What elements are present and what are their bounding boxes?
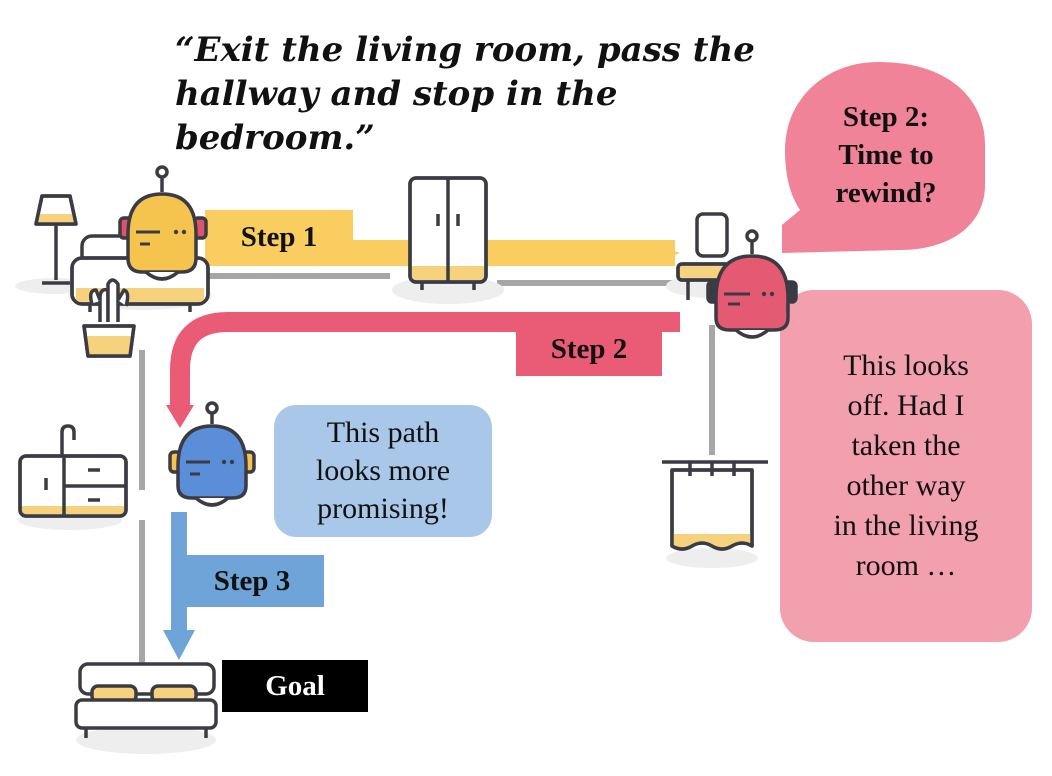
cabinet-icon xyxy=(18,424,128,518)
lamp-icon xyxy=(34,194,78,285)
room-paths xyxy=(139,273,715,680)
curtain-icon xyxy=(662,460,768,551)
bubble-line: This looks xyxy=(843,349,969,382)
bubble-line: taken the xyxy=(851,429,961,462)
robot-icon xyxy=(118,165,208,281)
bubble-line: This path xyxy=(326,416,440,449)
instruction-line: hallway and stop in the bedroom.” xyxy=(175,74,618,158)
bubble-line: room … xyxy=(855,549,957,582)
bubble-line: in the living xyxy=(833,509,979,542)
robot-icon xyxy=(706,229,798,339)
bubble-line: looks more xyxy=(315,454,451,487)
rewind-bubble-text: Step 2: Time to rewind? xyxy=(800,86,972,224)
instruction-text: “Exit the living room, pass the hallway … xyxy=(175,28,795,160)
bed-icon xyxy=(74,662,218,738)
rewind-bubble-shape xyxy=(782,62,985,253)
bubble-line: rewind? xyxy=(835,177,937,209)
promising-bubble-text: This path looks more promising! xyxy=(274,410,492,532)
robot-icon xyxy=(168,401,256,507)
goal-box xyxy=(222,660,368,712)
step1-label: Step 1 xyxy=(240,221,318,253)
bubble-line: promising! xyxy=(317,492,449,525)
goal-label: Goal xyxy=(265,669,325,702)
bubble-line: Time to xyxy=(838,139,934,171)
promising-bubble-shape xyxy=(274,405,492,537)
bubble-line: other way xyxy=(846,469,966,502)
step2-label: Step 2 xyxy=(550,332,628,365)
reflection-bubble-shape xyxy=(780,290,1032,642)
step2-arrow xyxy=(166,312,680,428)
bubble-line: off. Had I xyxy=(847,389,965,422)
step3-label: Step 3 xyxy=(213,564,291,597)
wardrobe-icon xyxy=(408,176,488,290)
instruction-line: “Exit the living room, pass the xyxy=(175,30,755,70)
step3-arrow xyxy=(163,512,324,660)
reflection-bubble-text: This looks off. Had I taken the other wa… xyxy=(790,342,1022,590)
bubble-line: Step 2: xyxy=(842,101,930,133)
plant-icon xyxy=(82,278,136,358)
